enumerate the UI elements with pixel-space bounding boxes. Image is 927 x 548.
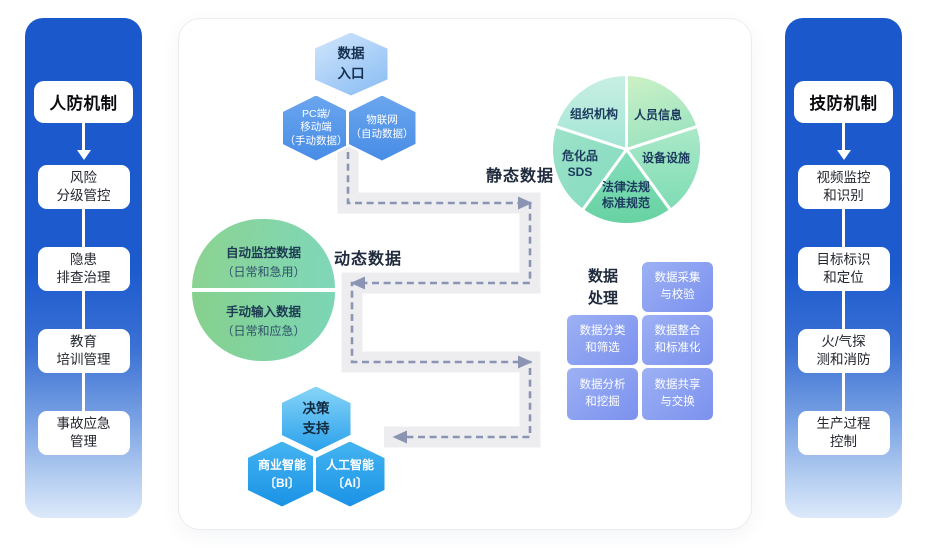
arrow-right-icon bbox=[518, 196, 533, 210]
left-item-training: 教育 培训管理 bbox=[37, 329, 130, 373]
pie-label-personnel: 人员信息 bbox=[633, 108, 682, 122]
proc-box-collection: 数据采集 与校验 bbox=[642, 262, 713, 312]
left-sidebar: 人防机制 风险 分级管控 隐患 排查治理 教育 培训管理 事故应急 管理 bbox=[25, 18, 142, 518]
proc-box-sharing: 数据共享 与交换 bbox=[642, 368, 713, 420]
pie-label-equipment: 设备设施 bbox=[641, 151, 690, 165]
ai-label: 人工智能 〔AI〕 bbox=[325, 458, 374, 490]
pie-slice-sds bbox=[550, 124, 628, 212]
pie-slice-organization bbox=[553, 73, 628, 151]
manual-input-sub: （日常和应急） bbox=[221, 323, 306, 338]
auto-monitor-title: 自动监控数据 bbox=[225, 245, 301, 260]
right-sidebar: 技防机制 视频监控 和识别 目标标识 和定位 火/气探 测和消防 生产过程 控制 bbox=[785, 18, 902, 518]
arrow-right-icon bbox=[518, 355, 533, 369]
down-arrow-line bbox=[842, 123, 845, 151]
bi-label: 商业智能 〔BI〕 bbox=[257, 458, 306, 490]
arrow-left-icon bbox=[350, 276, 365, 290]
data-entry-label: 数据 入口 bbox=[337, 45, 365, 81]
data-processing-label: 数据 处理 bbox=[587, 268, 618, 307]
connector-line bbox=[842, 209, 845, 247]
pie-label-laws: 法律法规 标准规范 bbox=[601, 180, 650, 211]
manual-input-title: 手动输入数据 bbox=[225, 304, 301, 319]
pie-slice-laws bbox=[580, 148, 673, 227]
connector-line bbox=[82, 209, 85, 247]
proc-box-integration: 数据整合 和标准化 bbox=[642, 315, 713, 365]
auto-monitor-sub: （日常和急用） bbox=[221, 264, 306, 279]
left-sidebar-title: 人防机制 bbox=[34, 81, 133, 123]
right-sidebar-title: 技防机制 bbox=[794, 81, 893, 123]
right-item-fire: 火/气探 测和消防 bbox=[797, 329, 890, 373]
proc-box-classification: 数据分类 和筛选 bbox=[567, 315, 638, 365]
connector-line bbox=[842, 291, 845, 329]
right-item-video: 视频监控 和识别 bbox=[797, 165, 890, 209]
right-item-target: 目标标识 和定位 bbox=[797, 247, 890, 291]
down-arrow-icon bbox=[836, 150, 851, 160]
proc-box-analysis: 数据分析 和挖掘 bbox=[567, 368, 638, 420]
static-data-label: 静态数据 bbox=[486, 168, 555, 185]
dynamic-data-label: 动态数据 bbox=[334, 251, 403, 268]
iot-label: 物联网 （自动数据） bbox=[350, 114, 414, 140]
static-data-pie bbox=[550, 73, 703, 227]
connector-line bbox=[842, 373, 845, 411]
connector-line bbox=[82, 373, 85, 411]
pc-mobile-label: PC端/ 移动端 （手动数据） bbox=[284, 107, 348, 147]
arrow-left-icon bbox=[392, 430, 407, 444]
decision-support-label: 决策 支持 bbox=[302, 400, 330, 436]
pie-label-sds: 危化品 SDS bbox=[561, 149, 598, 180]
left-item-risk: 风险 分级管控 bbox=[37, 165, 130, 209]
left-item-hazard: 隐患 排查治理 bbox=[37, 247, 130, 291]
connector-line bbox=[82, 291, 85, 329]
down-arrow-line bbox=[82, 123, 85, 151]
left-item-emergency: 事故应急 管理 bbox=[37, 411, 130, 455]
pie-slice-equipment bbox=[625, 124, 703, 212]
right-item-process: 生产过程 控制 bbox=[797, 411, 890, 455]
down-arrow-icon bbox=[76, 150, 91, 160]
pie-label-organization: 组织机构 bbox=[569, 107, 618, 121]
